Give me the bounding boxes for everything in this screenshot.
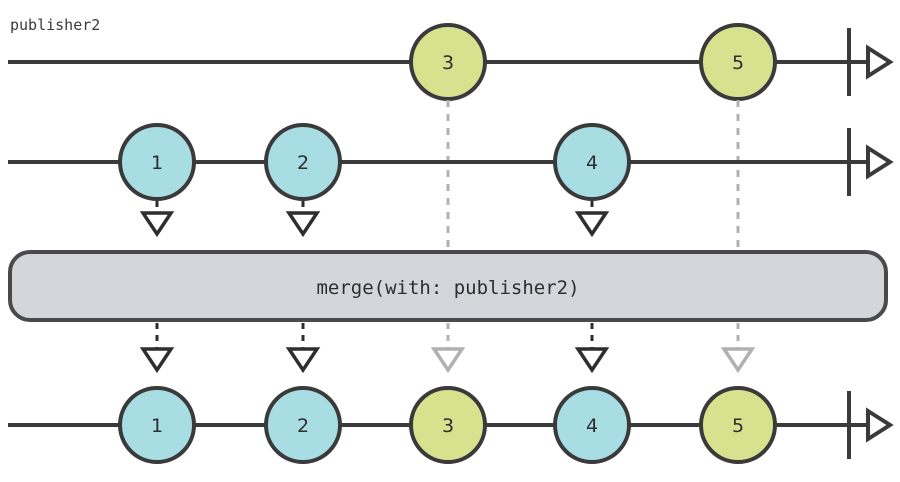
marble-circle[interactable] bbox=[264, 123, 342, 201]
marble-event[interactable]: 4 bbox=[553, 386, 631, 464]
marble-value: 2 bbox=[297, 152, 309, 174]
timeline-publisher2: 3 5 bbox=[8, 23, 894, 101]
marble-event[interactable]: 1 bbox=[118, 123, 196, 201]
marble-circle[interactable] bbox=[553, 386, 631, 464]
triangle-down-icon bbox=[574, 347, 610, 374]
arrowhead-icon bbox=[866, 407, 894, 443]
marble-value: 4 bbox=[586, 415, 598, 437]
marble-circle[interactable] bbox=[409, 23, 487, 101]
marble-event[interactable]: 1 bbox=[118, 386, 196, 464]
operator-box-shape[interactable] bbox=[8, 250, 888, 322]
output-connector-group bbox=[139, 323, 756, 374]
marble-event[interactable]: 4 bbox=[553, 123, 631, 201]
marble-event[interactable]: 5 bbox=[699, 386, 777, 464]
triangle-down-icon bbox=[285, 211, 321, 238]
marble-circle[interactable] bbox=[264, 386, 342, 464]
triangle-down-icon bbox=[574, 211, 610, 238]
triangle-down-icon bbox=[430, 347, 466, 374]
operator-label: merge(with: publisher2) bbox=[316, 277, 579, 299]
marble-circle[interactable] bbox=[409, 386, 487, 464]
marble-value: 1 bbox=[151, 415, 163, 437]
arrowhead-icon bbox=[866, 144, 894, 180]
marble-event[interactable]: 3 bbox=[409, 23, 487, 101]
marble-value: 2 bbox=[297, 415, 309, 437]
marble-event[interactable]: 3 bbox=[409, 386, 487, 464]
timeline-result: 1 2 3 4 5 bbox=[8, 386, 894, 464]
marble-circle[interactable] bbox=[699, 23, 777, 101]
triangle-down-icon bbox=[285, 347, 321, 374]
arrowhead-icon bbox=[866, 44, 894, 80]
timeline-publisher1: 1 2 4 bbox=[8, 123, 894, 201]
marble-circle[interactable] bbox=[553, 123, 631, 201]
marble-value: 5 bbox=[732, 52, 744, 74]
triangle-down-icon bbox=[139, 347, 175, 374]
operator-box[interactable]: merge(with: publisher2) bbox=[8, 250, 888, 322]
marble-value: 4 bbox=[586, 152, 598, 174]
marble-circle[interactable] bbox=[118, 123, 196, 201]
marble-event[interactable]: 2 bbox=[264, 123, 342, 201]
marble-event[interactable]: 2 bbox=[264, 386, 342, 464]
marble-value: 3 bbox=[442, 52, 454, 74]
marble-event[interactable]: 5 bbox=[699, 23, 777, 101]
marble-value: 1 bbox=[151, 152, 163, 174]
timeline-label-publisher2: publisher2 bbox=[10, 16, 100, 34]
triangle-down-icon bbox=[139, 211, 175, 238]
upstream-connector-group bbox=[446, 100, 740, 250]
triangle-down-icon bbox=[720, 347, 756, 374]
input-connector-group bbox=[139, 201, 610, 238]
marble-circle[interactable] bbox=[118, 386, 196, 464]
marble-circle[interactable] bbox=[699, 386, 777, 464]
marble-value: 3 bbox=[442, 415, 454, 437]
marble-value: 5 bbox=[732, 415, 744, 437]
